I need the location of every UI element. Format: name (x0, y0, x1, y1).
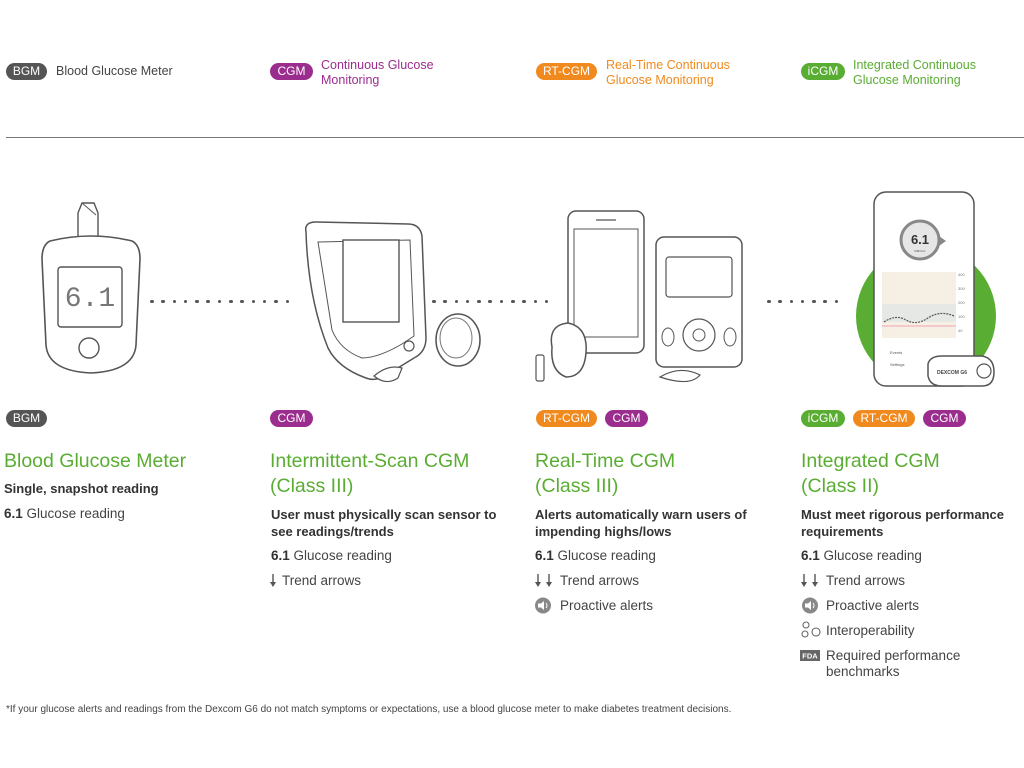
chart-tick-300: 300 (958, 286, 965, 291)
col4-feature-interop: Interoperability (826, 623, 915, 638)
glucose-meter-illustration: 6.1 (41, 202, 141, 374)
col4-feature-alerts: Proactive alerts (826, 598, 920, 613)
col3-title-line1: Real-Time CGM (535, 450, 676, 472)
footnote: *If your glucose alerts and readings fro… (6, 704, 732, 715)
legend-label-rtcgm-line1: Real-Time Continuous (606, 58, 730, 72)
legend-label-cgm-line2: Monitoring (321, 73, 380, 87)
divider-line (6, 137, 1024, 138)
col2-feature-trend: Trend arrows (282, 573, 362, 588)
alert-speaker-icon (535, 597, 551, 614)
col2-subtitle-line2: see readings/trends (271, 524, 394, 539)
legend-label-bgm: Blood Glucose Meter (56, 64, 173, 78)
icgm-devices-illustration: 6.1 MMOL/L 400 300 200 100 40 Events Set… (856, 191, 996, 387)
col4-subtitle: Must meet rigorous performance requireme… (801, 506, 1004, 540)
col3-feature-alerts: Proactive alerts (560, 598, 654, 613)
rtcgm-devices-illustration (535, 210, 743, 383)
alert-speaker-icon (802, 597, 818, 614)
legend-badge-cgm: CGM (270, 63, 313, 80)
phone-unit: MMOL/L (914, 249, 926, 253)
chart-tick-100: 100 (958, 314, 965, 319)
interoperability-icon (801, 621, 821, 638)
col3-feature-trend: Trend arrows (560, 573, 640, 588)
legend-label-icgm: Integrated Continuous Glucose Monitoring (853, 58, 976, 88)
col2-title-line2: (Class III) (270, 475, 354, 497)
fda-icon-text: FDA (802, 652, 818, 661)
col4-badge-rtcgm: RT-CGM (853, 410, 915, 427)
transmitter-label: DEXCOM G6 (937, 370, 967, 376)
phone-reading: 6.1 (911, 232, 929, 247)
trend-arrows-icon (801, 574, 818, 587)
connector-dots-2 (432, 290, 556, 303)
fda-icon: FDA (800, 650, 820, 661)
col2-badge-cgm: CGM (270, 410, 313, 427)
col3-glucose-value: 6.1 (535, 548, 554, 563)
legend-label-rtcgm-line2: Glucose Monitoring (606, 73, 714, 87)
col2-subtitle: User must physically scan sensor to see … (271, 506, 496, 540)
col3-badge-cgm: CGM (605, 410, 648, 427)
col1-feature-glucose: 6.1 Glucose reading (4, 506, 125, 522)
legend-badge-bgm: BGM (6, 63, 47, 80)
legend-label-cgm-line1: Continuous Glucose (321, 58, 434, 72)
connector-dots-3 (767, 290, 846, 303)
chart-tick-400: 400 (958, 272, 965, 277)
col4-feature-glucose: 6.1 Glucose reading (801, 548, 922, 564)
legend-label-icgm-line2: Glucose Monitoring (853, 73, 961, 87)
col3-title: Real-Time CGM (Class III) (535, 449, 675, 499)
col4-title-line2: (Class II) (801, 475, 879, 497)
col2-title-line1: Intermittent-Scan CGM (270, 450, 470, 472)
legend-label-cgm: Continuous Glucose Monitoring (321, 58, 434, 88)
trend-arrow-icon (270, 574, 276, 587)
col4-feature-trend: Trend arrows (826, 573, 906, 588)
col3-title-line2: (Class III) (535, 475, 619, 497)
col3-feature-glucose: 6.1 Glucose reading (535, 548, 656, 564)
col4-badge-cgm: CGM (923, 410, 966, 427)
phone-events-label: Events (890, 350, 902, 355)
meter-display-reading: 6.1 (65, 284, 115, 315)
col4-glucose-value: 6.1 (801, 548, 820, 563)
col4-subtitle-line2: requirements (801, 524, 884, 539)
scan-reader-illustration (304, 221, 481, 383)
col3-glucose-label: Glucose reading (557, 548, 656, 563)
col4-glucose-label: Glucose reading (823, 548, 922, 563)
chart-tick-200: 200 (958, 300, 965, 305)
legend-label-icgm-line1: Integrated Continuous (853, 58, 977, 72)
col1-glucose-value: 6.1 (4, 506, 23, 521)
col4-feature-benchmarks: Required performance benchmarks (826, 648, 960, 680)
col3-badge-rtcgm: RT-CGM (536, 410, 597, 427)
col4-badge-icgm: iCGM (801, 410, 845, 427)
col1-subtitle: Single, snapshot reading (4, 481, 159, 496)
col3-subtitle: Alerts automatically warn users of impen… (535, 506, 747, 540)
legend-badge-icgm: iCGM (801, 63, 845, 80)
col2-subtitle-line1: User must physically scan sensor to (271, 507, 497, 522)
col1-title: Blood Glucose Meter (4, 450, 187, 472)
chart-tick-40: 40 (958, 328, 963, 333)
legend-label-rtcgm: Real-Time Continuous Glucose Monitoring (606, 58, 730, 88)
col3-subtitle-line2: impending highs/lows (535, 524, 672, 539)
col4-benchmarks-line2: benchmarks (826, 664, 900, 679)
col2-glucose-value: 6.1 (271, 548, 290, 563)
col4-title: Integrated CGM (Class II) (801, 449, 940, 499)
legend-badge-rtcgm: RT-CGM (536, 63, 597, 80)
col4-subtitle-line1: Must meet rigorous performance (801, 507, 1004, 522)
col4-benchmarks-line1: Required performance (826, 648, 961, 663)
phone-settings-label: Settings (890, 362, 904, 367)
col3-subtitle-line1: Alerts automatically warn users of (535, 507, 747, 522)
trend-arrows-icon (535, 574, 552, 587)
connector-dots-1 (150, 290, 297, 303)
col4-title-line1: Integrated CGM (801, 450, 940, 472)
col2-glucose-label: Glucose reading (293, 548, 392, 563)
col1-glucose-label: Glucose reading (26, 506, 125, 521)
col1-badge-bgm: BGM (6, 410, 47, 427)
col2-title: Intermittent-Scan CGM (Class III) (270, 449, 469, 499)
col2-feature-glucose: 6.1 Glucose reading (271, 548, 392, 564)
